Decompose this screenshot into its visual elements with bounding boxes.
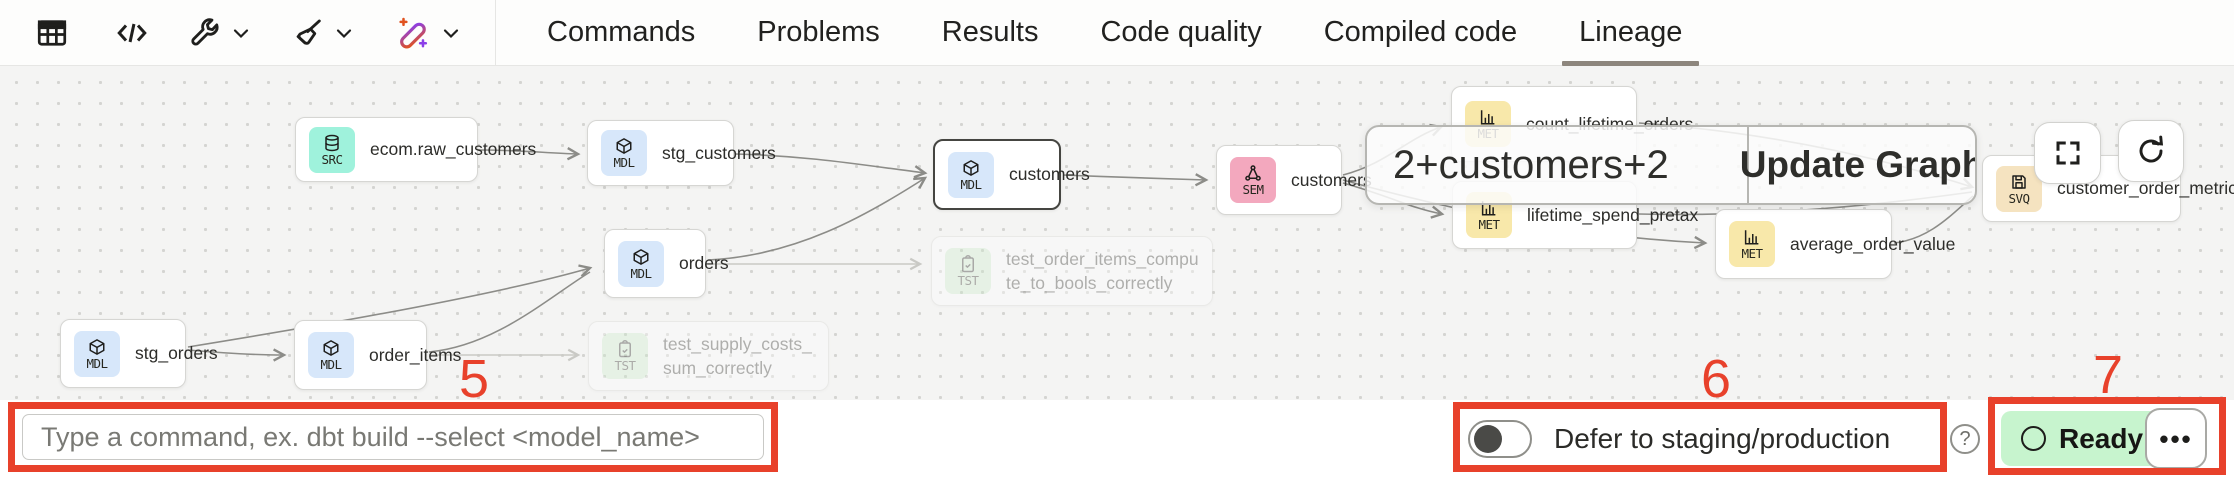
editor-tool-group (0, 8, 469, 58)
chevron-down-icon (336, 28, 352, 38)
toggle-knob (1474, 425, 1502, 453)
annotation-number-7: 7 (2093, 345, 2124, 400)
annotation-box-6 (1453, 402, 1947, 472)
fullscreen-icon (2056, 141, 2079, 165)
tab-code-quality[interactable]: Code quality (1100, 16, 1262, 48)
model-badge: MDL (308, 332, 354, 378)
tab-results[interactable]: Results (941, 16, 1039, 48)
node-orders[interactable]: MDL orders (604, 229, 729, 298)
command-input[interactable] (22, 414, 764, 460)
lineage-graph-canvas[interactable]: SRC ecom.raw_customers MDL stg_customers… (0, 66, 2234, 400)
command-bar: Defer to staging/production ? Ready ••• (0, 397, 2234, 478)
table-view-button[interactable] (28, 9, 76, 57)
refresh-icon (2139, 135, 2164, 163)
test-badge: TST (602, 333, 648, 379)
cube-icon (89, 338, 105, 355)
defer-control: Defer to staging/production (1468, 400, 1890, 478)
lineage-selector: 2+customers+2 Update Graph (1365, 125, 1977, 205)
semantic-badge: SEM (1230, 157, 1276, 203)
clipboard-check-icon (619, 340, 631, 358)
tab-compiled-code[interactable]: Compiled code (1323, 16, 1518, 48)
node-average-order-value[interactable]: MET average_order_value (1715, 209, 1955, 279)
defer-label: Defer to staging/production (1554, 423, 1891, 454)
node-ecom-raw-customers[interactable]: SRC ecom.raw_customers (295, 117, 536, 182)
metric-badge: MET (1729, 221, 1775, 267)
top-toolbar: Commands Problems Results Code quality C… (0, 0, 2234, 66)
build-tools-button[interactable] (182, 10, 259, 56)
selector-input[interactable]: 2+customers+2 (1393, 142, 1669, 187)
database-icon (325, 134, 339, 151)
node-customers-model[interactable]: MDL customers (933, 139, 1090, 210)
cube-icon (616, 138, 632, 154)
bar-chart-icon (1480, 110, 1495, 125)
magic-wand-icon (399, 17, 428, 48)
broom-icon (296, 19, 321, 45)
fullscreen-button[interactable] (2034, 122, 2101, 184)
node-stg-orders[interactable]: MDL stg_orders (60, 319, 218, 388)
defer-toggle[interactable] (1468, 420, 1532, 458)
node-test-supply-costs[interactable]: TST test_supply_costs_sum_correctly (588, 321, 829, 391)
cube-icon (963, 159, 979, 176)
cube-icon (633, 248, 649, 265)
share-network-icon (1245, 165, 1261, 181)
chevron-down-icon (443, 28, 459, 38)
node-order-items[interactable]: MDL order_items (294, 320, 461, 390)
format-button[interactable] (285, 10, 362, 56)
chevron-down-icon (233, 28, 249, 38)
annotation-number-5: 5 (459, 349, 490, 400)
update-graph-button[interactable]: Update Graph (1739, 144, 1977, 185)
status-circle-icon (2021, 426, 2046, 451)
cube-icon (323, 340, 339, 356)
tab-lineage[interactable]: Lineage (1552, 0, 1709, 66)
model-badge: MDL (948, 151, 994, 198)
model-badge: MDL (74, 330, 120, 377)
annotation-box-5 (8, 402, 778, 472)
selector-divider (1747, 127, 1749, 203)
model-badge: MDL (601, 130, 647, 176)
tab-commands[interactable]: Commands (547, 16, 696, 48)
annotation-number-6: 6 (1701, 349, 1732, 400)
more-options-button[interactable]: ••• (2145, 408, 2207, 469)
clipboard-check-icon (962, 255, 974, 273)
source-badge: SRC (309, 126, 355, 173)
code-view-button[interactable] (108, 9, 156, 57)
node-customers-semantic[interactable]: SEM customers (1216, 145, 1372, 215)
refresh-button[interactable] (2118, 120, 2184, 182)
model-badge: MDL (618, 240, 664, 287)
bar-chart-icon (1481, 201, 1496, 216)
wrench-icon (191, 17, 219, 45)
help-icon[interactable]: ? (1950, 424, 1980, 454)
floppy-disk-icon (2012, 174, 2026, 189)
annotation-box-7 (1988, 397, 2226, 475)
code-icon (117, 23, 147, 42)
table-icon (37, 19, 67, 46)
test-badge: TST (945, 248, 991, 294)
ai-assist-button[interactable] (388, 8, 469, 58)
node-test-order-items[interactable]: TST test_order_items_compute_to_bools_co… (931, 236, 1213, 306)
status-label: Ready (2059, 422, 2144, 454)
panel-tabs: Commands Problems Results Code quality C… (520, 0, 1709, 66)
toolbar-divider (495, 0, 496, 66)
tab-problems[interactable]: Problems (757, 16, 880, 48)
bar-chart-icon (1744, 230, 1759, 245)
node-stg-customers[interactable]: MDL stg_customers (587, 120, 776, 186)
status-badge[interactable]: Ready (2001, 411, 2164, 466)
